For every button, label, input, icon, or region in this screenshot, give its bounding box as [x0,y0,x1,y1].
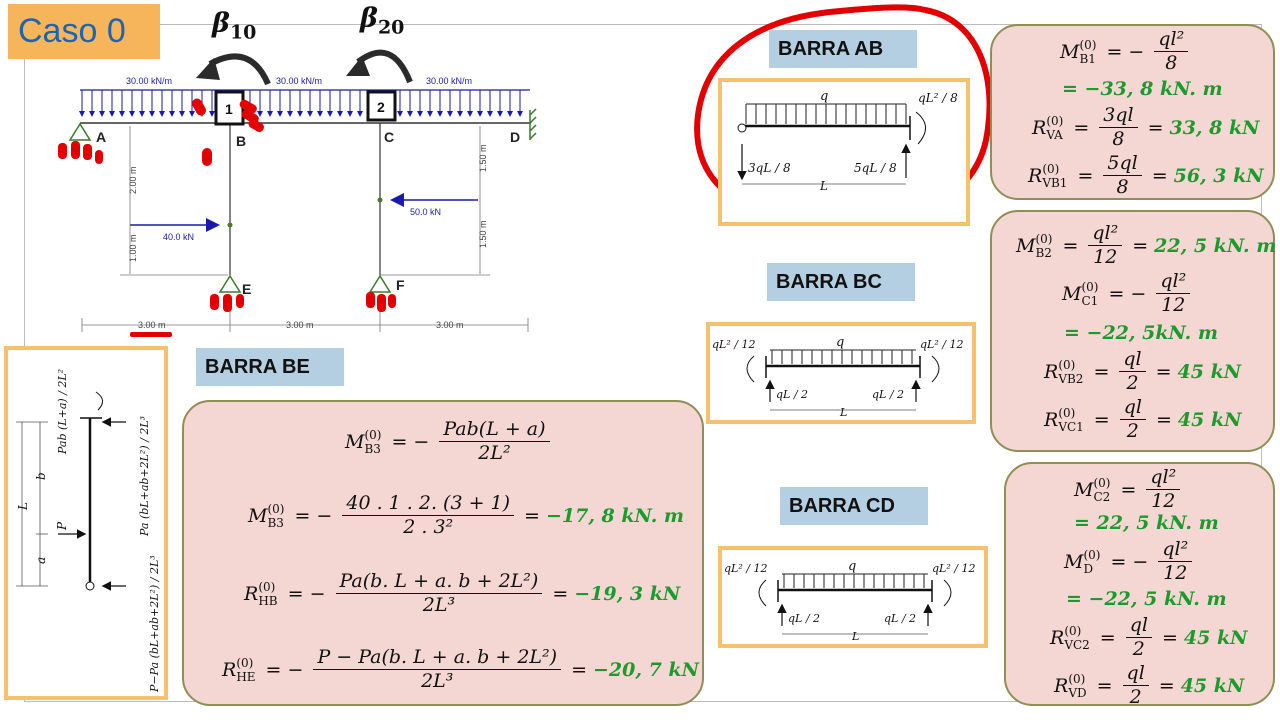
barra-be-equations [182,400,704,706]
be-eq-moment-value: M(0)B3= −40 . 1 . 2. (3 + 1)2 . 3²=−17, … [248,492,685,538]
cd-span: L [851,630,859,643]
span-2-label: 3.00 m [286,320,314,330]
be-bottom-reaction: P−Pa (bL+ab+2L²) / 2L³ [148,555,161,693]
cd-eq-moment-D-result: = −22, 5 kN. m [1066,588,1227,610]
point-B-label: B [236,133,246,149]
node-1-label: 1 [225,101,233,117]
load-label-2: 30.00 kN/m [276,76,322,86]
distributed-load-arrows [79,90,523,117]
pin-support-E-icon [218,274,242,293]
ab-span: L [819,179,828,193]
barra-bc-label: BARRA BC [767,263,915,301]
node-2-label: 2 [377,99,385,115]
ab-left-reaction: 3qL / 8 [748,161,791,175]
cd-left-reaction: qL / 2 [788,612,820,625]
bc-q: q [836,335,844,350]
be-eq-reaction-HB: R(0)HB= −Pa(b. L + a. b + 2L²)2L³=−19, 3… [244,570,681,616]
barra-cd-label: BARRA CD [780,487,928,525]
barra-be-column-diagram: Pab (L+a) / 2L² Pa (bL+ab+2L²) / 2L³ P−P… [16,369,161,693]
beta-10-label: β10 [212,8,257,44]
fixed-support-D-icon [529,108,537,140]
barra-ab-figure: q qL² / 8 3qL / 8 5qL / 8 L [718,78,970,226]
barra-bc-beam-diagram: q qL² / 12 qL² / 12 qL / 2 qL / 2 L [712,335,963,419]
barra-ab-label: BARRA AB [769,30,917,68]
bc-right-reaction: qL / 2 [872,388,904,401]
be-a: a [34,557,48,564]
barra-cd-beam-diagram: q qL² / 12 qL² / 12 qL / 2 qL / 2 L [724,559,975,643]
bc-span: L [839,406,847,419]
load-label-1: 30.00 kN/m [126,76,172,86]
barra-cd-equations [1004,462,1275,706]
beta-20-label: β20 [360,3,405,39]
red-annotation-marks [58,98,396,337]
cd-right-reaction: qL / 2 [884,612,916,625]
cd-moment-right: qL² / 12 [932,562,975,575]
barra-bc-equations [990,210,1275,452]
beta-20-arrow-icon [356,49,413,84]
be-eq-moment-formula: M(0)B3= −Pab(L + a)2L² [345,418,554,466]
bc-moment-right: qL² / 12 [920,338,963,351]
load-label-3: 30.00 kN/m [426,76,472,86]
be-P: P [55,521,69,531]
be-right-reaction: Pa (bL+ab+2L²) / 2L³ [138,416,151,537]
ab-right-reaction: 5qL / 8 [854,161,897,175]
barra-ab-beam-diagram: q qL² / 8 3qL / 8 5qL / 8 L [737,89,958,193]
point-E-label: E [242,281,251,297]
bc-moment-left: qL² / 12 [712,338,755,351]
bc-left-reaction: qL / 2 [776,388,808,401]
dim-right-top: 1.50 m [478,144,488,172]
barra-be-label: BARRA BE [196,348,344,386]
ab-q: q [820,89,828,104]
cd-eq-moment-C2-result: = 22, 5 kN. m [1074,512,1219,534]
barra-cd-figure: q qL² / 12 qL² / 12 qL / 2 qL / 2 L [718,546,988,648]
point-F-label: F [396,277,405,293]
force-F-label: 50.0 kN [410,207,441,217]
be-eq-reaction-HE: R(0)HE= −P − Pa(b. L + a. b + 2L²)2L³=−2… [222,646,699,692]
dimension-lines [81,126,529,332]
pin-support-A-icon [68,122,92,141]
barra-bc-figure: q qL² / 12 qL² / 12 qL / 2 qL / 2 L [706,322,976,424]
point-D-label: D [510,129,520,145]
cd-q: q [848,559,856,574]
barra-ab-equations [990,24,1275,200]
frame-structure-diagram: 30.00 kN/m 30.00 kN/m 30.00 kN/m 1 2 A B… [58,49,537,337]
be-b: b [34,472,48,480]
barra-be-figure: Pab (L+a) / 2L² Pa (bL+ab+2L²) / 2L³ P−P… [4,346,168,700]
point-A-label: A [96,129,106,145]
case-title: Caso 0 [8,4,160,59]
be-L: L [16,502,30,511]
span-1-label: 3.00 m [138,320,166,330]
dim-left-bottom: 1.00 m [128,234,138,262]
span-3-label: 3.00 m [436,320,464,330]
bc-eq-moment-C1-result: = −22, 5kN. m [1064,322,1218,344]
dim-left-top: 2.00 m [128,166,138,194]
force-E-label: 40.0 kN [163,232,194,242]
ab-eq-moment-result: = −33, 8 kN. m [1062,78,1223,100]
ab-moment-label: qL² / 8 [918,91,958,105]
point-C-label: C [384,129,394,145]
node-2-box [366,90,397,122]
be-top-moment: Pab (L+a) / 2L² [56,369,69,455]
beta-10-arrow-icon [208,53,271,86]
pin-support-F-icon [368,274,392,293]
cd-moment-left: qL² / 12 [724,562,767,575]
dim-right-bottom: 1.50 m [478,220,488,248]
